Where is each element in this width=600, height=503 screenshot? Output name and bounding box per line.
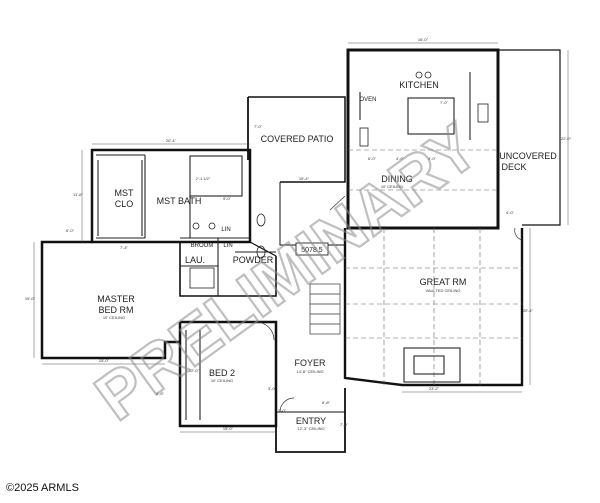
uncovered-deck-label-line1: UNCOVERED — [499, 151, 557, 161]
dim-entry-left: 7'-0" — [278, 408, 287, 413]
linen-closet-label-1: LIN — [223, 243, 232, 249]
dim-patio-left: 7'-0" — [254, 124, 263, 129]
bed2-ceiling-note: 10' CEILING — [211, 378, 233, 383]
dim-entry-top: 6'-8" — [322, 400, 331, 405]
dining-label: DINING — [381, 174, 413, 184]
broom-closet-label: BROOM — [191, 243, 214, 249]
stair — [309, 283, 341, 335]
dim-master-left: 15'-0" — [25, 296, 36, 301]
master-bedroom-label-line1: MASTER — [97, 294, 135, 304]
dimension-labels: 16'-0" 20'-4" 7'-0" 15'-4" 2'-1 1/2" 9'-… — [25, 37, 572, 431]
bed2-label: BED 2 — [209, 368, 235, 378]
dim-great-right: 20'-4" — [523, 308, 534, 313]
dim-clo-bottom: 7'-4" — [120, 245, 129, 250]
dim-dining-2: 4'-0" — [396, 156, 405, 161]
dim-bed2-bottom: 15'-0" — [223, 426, 234, 431]
interior-walls — [96, 72, 471, 420]
covered-patio-label: COVERED PATIO — [261, 134, 334, 144]
fireplace — [403, 347, 461, 383]
dim-dining-1: 6'-0" — [368, 156, 377, 161]
entry-ceiling-note: 12'-3" CEILING — [297, 426, 324, 431]
foyer-label: FOYER — [294, 358, 326, 368]
mst-bath-label: MST BATH — [157, 196, 202, 206]
dim-dining-3: 4'-0" — [428, 156, 437, 161]
dim-patio-bottom: 15'-4" — [299, 176, 310, 181]
dim-bath-width: 9'-0" — [223, 196, 232, 201]
great-room-ceiling-note: VAULTED CEILING — [426, 288, 461, 293]
mst-clo-label-line2: CLO — [115, 199, 134, 209]
area-box: 5078.5 — [295, 242, 329, 256]
master-bedroom-ceiling-note: 10' CEILING — [103, 315, 125, 320]
dim-mst-top: 20'-4" — [166, 138, 177, 143]
dimension-lines — [33, 42, 569, 433]
linen-closet-label-2: LIN — [221, 227, 230, 233]
dim-kitchen-vertical: 7'-0" — [440, 100, 449, 105]
powder-room-label: POWDER — [233, 255, 274, 265]
door-swings — [255, 195, 523, 413]
master-bedroom-label-line2: BED RM — [98, 305, 133, 315]
oven-label: OVEN — [359, 97, 376, 103]
dim-clo-left: 6'-0" — [66, 228, 75, 233]
dim-great-bottom: 23'-2" — [429, 386, 440, 391]
dim-deck-small: 4'-0" — [506, 210, 515, 215]
vaulted-ceiling-lines — [345, 149, 522, 385]
laundry-label: LAU. — [185, 255, 205, 265]
dim-entry-bottom: 7'-0" — [340, 422, 349, 427]
dim-entry-side: 3'-0" — [268, 386, 277, 391]
uncovered-deck-label-line2: DECK — [501, 162, 526, 172]
dim-kitchen-top: 16'-0" — [418, 37, 429, 42]
copyright-notice: ©2025 ARMLS — [6, 482, 79, 494]
dim-bath-small: 2'-1 1/2" — [196, 176, 211, 181]
exterior-walls — [40, 48, 561, 453]
plumbing-fixtures — [189, 71, 489, 289]
great-room-label: GREAT RM — [420, 277, 467, 287]
dining-ceiling-note: 10' CEILING — [381, 184, 403, 189]
dim-mst-left: 11'-6" — [73, 192, 83, 197]
room-labels: KITCHEN OVEN COVERED PATIO UNCOVERED DEC… — [97, 80, 557, 431]
foyer-ceiling-note: 14'-8" CEILING — [296, 369, 323, 374]
dim-deck-right: 22'-0" — [561, 136, 572, 141]
kitchen-label: KITCHEN — [399, 80, 439, 90]
dim-bed2-small: 8'-6" — [156, 391, 165, 396]
entry-label: ENTRY — [296, 416, 326, 426]
dim-bed2-left: 12'-0" — [189, 368, 200, 373]
dim-master-bottom: 15'-0" — [99, 358, 110, 363]
mst-clo-label-line1: MST — [115, 188, 135, 198]
area-box-label: 5078.5 — [301, 247, 323, 254]
